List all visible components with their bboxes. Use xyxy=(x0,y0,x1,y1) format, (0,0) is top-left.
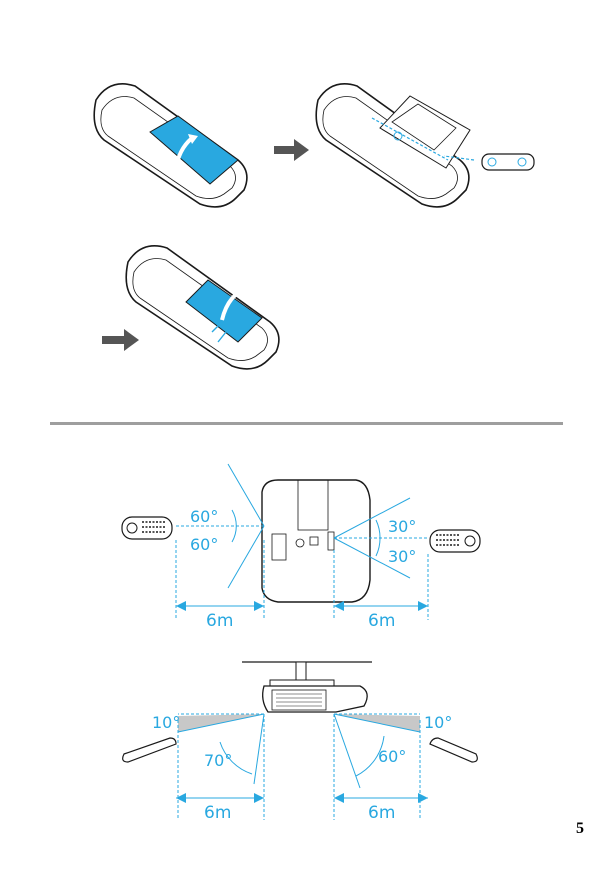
projector-front-view xyxy=(262,685,368,713)
remote-right xyxy=(429,737,478,763)
remote-right xyxy=(429,529,481,553)
page-number: 5 xyxy=(576,820,584,837)
remote-open-cover-step xyxy=(93,83,248,208)
next-step-arrow xyxy=(274,139,309,161)
front-left-angle-bottom: 60° xyxy=(190,535,218,554)
front-right-distance: 6m xyxy=(368,611,395,631)
next-step-arrow xyxy=(102,329,139,351)
front-right-angle-bottom: 30° xyxy=(388,547,416,566)
remote-close-cover-step xyxy=(125,245,280,370)
receiver-range-side-diagram: 10° 70° 10° 60° 6m 6m xyxy=(122,661,478,823)
projector-top-view xyxy=(261,479,371,603)
battery-replacement-illustration xyxy=(93,83,535,370)
front-right-angle-top: 30° xyxy=(388,517,416,536)
side-left-angle-down: 70° xyxy=(204,751,232,770)
side-right-angle-down: 60° xyxy=(378,747,406,766)
remote-left xyxy=(122,737,177,763)
side-left-angle-up: 10° xyxy=(152,713,180,732)
front-left-distance: 6m xyxy=(206,611,233,631)
section-divider xyxy=(50,422,563,425)
side-right-distance: 6m xyxy=(368,803,395,823)
side-left-distance: 6m xyxy=(204,803,231,823)
remote-insert-battery-step xyxy=(315,83,535,208)
side-right-angle-up: 10° xyxy=(424,713,452,732)
receiver-range-front-diagram: 60° 60° 30° 30° 6m 6m xyxy=(121,463,481,631)
ceiling-mount xyxy=(242,661,372,687)
remote-left xyxy=(121,516,173,540)
front-left-angle-top: 60° xyxy=(190,507,218,526)
